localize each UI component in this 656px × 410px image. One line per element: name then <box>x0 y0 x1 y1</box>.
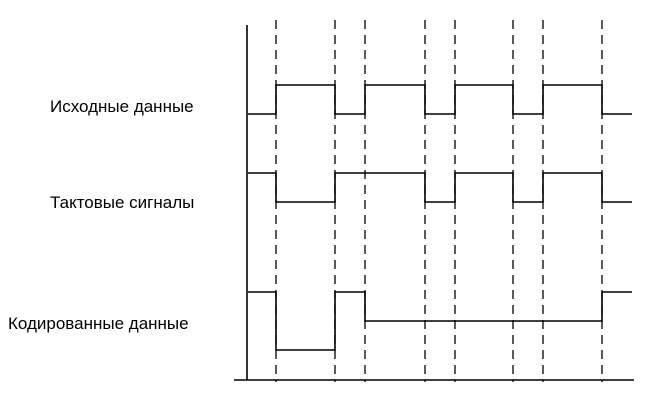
waveform-2 <box>248 172 632 203</box>
signal-label-source-data: Исходные данные <box>50 97 194 116</box>
signal-waveforms <box>248 84 632 351</box>
signal-label-clock-signals: Тактовые сигналы <box>50 193 195 212</box>
signal-label-encoded-data: Кодированные данные <box>8 314 189 333</box>
axes <box>234 25 634 381</box>
waveform-3 <box>248 291 632 351</box>
waveform-1 <box>248 84 632 115</box>
dashed-guide-lines <box>275 20 603 382</box>
